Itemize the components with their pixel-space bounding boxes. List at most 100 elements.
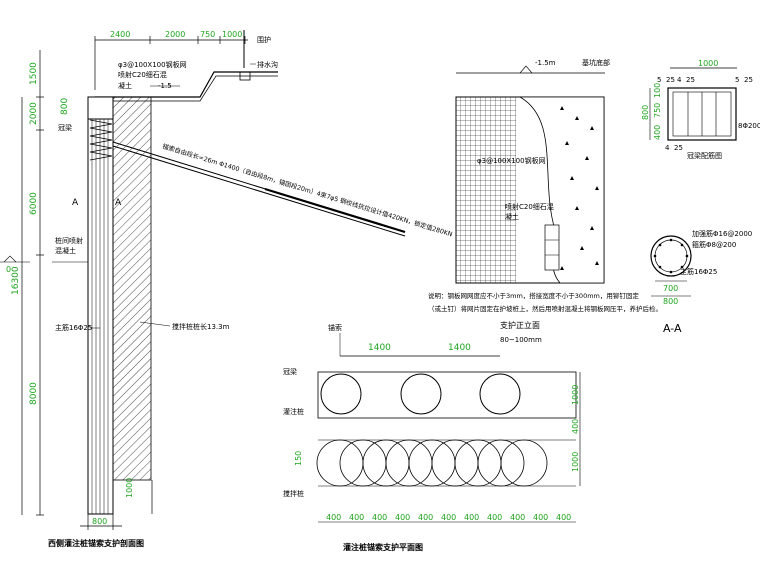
plan-bottom-dim-8: 400 [510,513,525,522]
plan-bottom-dim-4: 400 [418,513,433,522]
plan-pile-3 [479,373,521,415]
anchor-label: 锚索自由段长=26m Φ1400（自由段8m，锚固段20m）4束7φ5 钢绞线抗… [161,141,454,238]
plan-bottom-dim-10: 400 [556,513,571,522]
beam-right-25: 25 [744,76,753,84]
dim-2000: 2000 [165,30,185,39]
plan-spacing-2: 1400 [448,343,471,353]
elevation-title: 支护正立面 [500,320,540,330]
crown-label: 冠梁 [58,123,72,132]
aa-section: 加强筋Φ16@2000 箍筋Φ8@200 主筋16Φ25 700 800 A-A [650,229,752,335]
beam-mark-5: 5 [657,76,661,84]
section-top-dimension [94,36,248,90]
section-left-dimension [21,50,44,516]
beam-stirrup-label: 8Φ200 [738,122,760,130]
plan-crown-label: 冠梁 [283,367,297,376]
section-title: 西侧灌注桩锚索支护剖面图 [48,538,144,548]
beam-left-750: 750 [653,103,662,118]
shotcrete-area [518,96,605,284]
zero-mark: 0 [6,265,11,274]
beam-label-4: 4 [665,144,670,152]
elevation-pile [544,224,560,271]
plan-bottom-dim-2: 400 [372,513,387,522]
plan-view: 锚索 1400 1400 冠梁 灌注桩 搅拌桩 150 1000 400 100… [283,323,581,552]
plan-mixer-label: 搅拌桩 [283,489,304,498]
aa-dim-700: 700 [663,284,678,293]
elev-concrete-label: 凝土 [505,212,519,221]
drain-label: 排水沟 [257,60,278,69]
aa-outer-circle [650,235,692,277]
plan-bottom-dim-7: 400 [487,513,502,522]
fence-label: 围护 [257,35,271,44]
aa-rebars [653,238,689,274]
plan-pile-1 [320,373,362,415]
concrete-label: 凝土 [118,81,132,90]
beam-left-100: 100 [653,83,662,98]
aa-title: A-A [663,322,682,335]
plan-bottom-dim-6: 400 [464,513,479,522]
level-marker [3,255,17,263]
plan-bottom-dim-5: 400 [441,513,456,522]
plan-pile-label: 灌注桩 [283,407,304,416]
beam-mark-25b: 25 [686,76,695,84]
section-bottom-dimension [80,480,153,530]
aa-rebar2: 箍筋Φ8@200 [692,240,736,249]
beam-mark-25: 25 [666,76,675,84]
plan-anchor-label: 锚索 [328,323,342,332]
bottom-dim-800: 800 [92,517,107,526]
mix-pile-label: 搅拌桩桩长13.3m [172,322,230,331]
dim-2400: 2400 [110,30,130,39]
aa-rebar1: 加强筋Φ16@2000 [692,229,752,238]
section-view: 2400 2000 750 1000 围护 排水沟 φ3@100X100钢板网 … [0,30,454,548]
shotcrete-label: 喷射C20细石混 [118,70,167,79]
plan-bottom-dim-3: 400 [395,513,410,522]
base-label: 基坑底部 [582,58,610,67]
left-dim-1500: 1500 [29,62,39,85]
bottom-dim-1000: 1000 [125,478,134,498]
aa-dim-800: 800 [663,297,678,306]
dim-750: 750 [200,30,215,39]
note-line-1: 说明：钢板网网度应不小于3mm，搭接宽度不小于300mm，用铆钉固定 [428,291,639,300]
plan-right-400: 400 [571,419,580,434]
plan-crown-beam [317,371,577,419]
bored-pile [87,118,114,515]
left-dim-2000: 2000 [29,102,39,125]
dim-1000: 1000 [222,30,242,39]
plan-pile-2 [400,373,442,415]
pile-spiral [89,119,113,161]
beam-section: 1000 5 25 4 25 5 25 800 400 750 100 8Φ20… [641,59,760,160]
pile-mesh-label2: 混凝土 [55,246,76,255]
aa-rebar3: 主筋16Φ25 [680,267,717,276]
plan-spacing-1: 1400 [368,343,391,353]
ground-label: -1.5m [535,59,556,67]
elev-shotcrete-label: 喷射C20细石混 [505,202,554,211]
anchor-cable [112,141,406,237]
level-marker-2 [519,65,533,74]
marker-a-left: A [72,198,79,208]
mesh-area [456,97,516,283]
plan-right-1000: 1000 [571,385,580,405]
plan-right-1000b: 1000 [571,452,580,472]
plan-bottom-dim-9: 400 [533,513,548,522]
left-dim-8000: 8000 [29,382,39,405]
beam-label-25: 25 [674,144,683,152]
mixing-pile [112,96,152,481]
drain-ditch [239,71,251,81]
ground-mark-800: 800 [60,98,70,115]
note-line-2: （或土钉）将网片固定在护坡桩上，然后用喷射混凝土将钢板网压平，养护后检。 [428,304,662,313]
pile-mesh-label: 桩间喷射 [55,236,83,245]
plan-bottom-dims: 400 400 400 400 400 400 400 400 400 400 … [326,513,571,522]
plan-left-dim: 150 [294,451,303,466]
plan-bottom-dim-0: 400 [326,513,341,522]
beam-top-dim: 1000 [698,59,718,68]
elevation-sub: 80~100mm [500,336,542,344]
crown-beam [87,96,114,120]
elev-mesh-label: φ3@100X100钢板网 [477,156,546,165]
main-rebar-label: 主筋16Φ25 [55,323,92,332]
marker-a-right: A [115,198,122,208]
shotcrete-dots [560,106,599,270]
left-dim-16300: 16300 [11,266,21,295]
plan-mixing-piles [316,439,548,487]
plan-bottom-dim-1: 400 [349,513,364,522]
left-dim-6000: 6000 [29,192,39,215]
